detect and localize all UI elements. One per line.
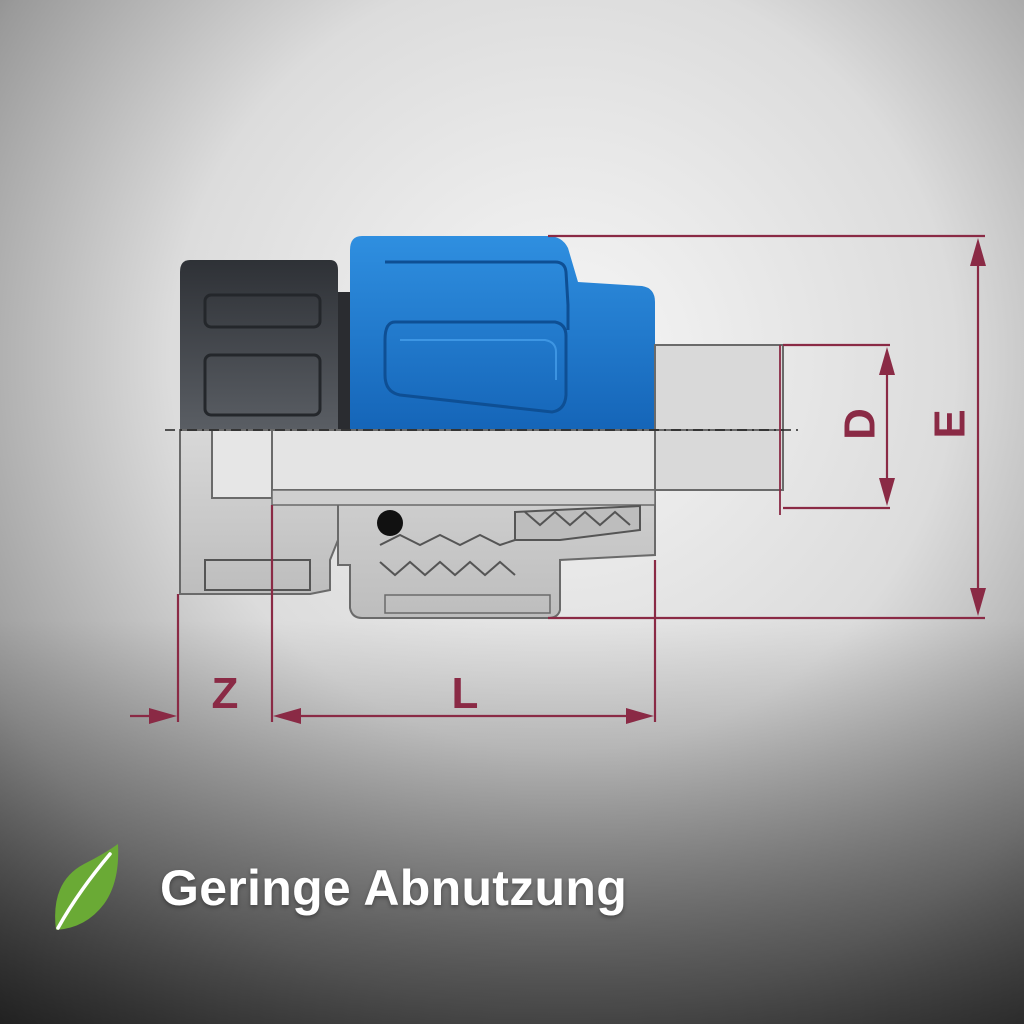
dimension-label-e: E bbox=[926, 409, 975, 438]
dimension-lines bbox=[130, 234, 986, 724]
dimension-label-l: L bbox=[452, 669, 479, 718]
dimension-label-d: D bbox=[836, 408, 885, 440]
feature-caption: Geringe Abnutzung bbox=[48, 838, 627, 938]
leaf-icon bbox=[55, 844, 119, 930]
caption-text: Geringe Abnutzung bbox=[160, 860, 628, 916]
background-bottom-shade bbox=[0, 620, 1024, 1024]
dimension-label-z: Z bbox=[212, 669, 239, 718]
threaded-nut bbox=[180, 260, 352, 430]
pipe-stub bbox=[654, 344, 784, 431]
fitting-section bbox=[179, 429, 784, 619]
blue-cap bbox=[350, 236, 655, 430]
